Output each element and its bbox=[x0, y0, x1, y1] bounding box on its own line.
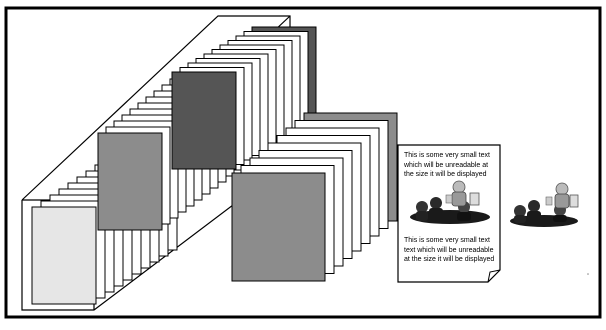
people-group-icon bbox=[510, 182, 579, 227]
document-text-line: at the size it will be displayed bbox=[404, 256, 495, 263]
page-sheet bbox=[171, 71, 237, 170]
document-text-line: This is some very small text bbox=[404, 152, 490, 159]
right-page-stack bbox=[231, 112, 398, 282]
page-sheet bbox=[31, 206, 97, 305]
dark-page-stack bbox=[171, 26, 317, 170]
page-sheet bbox=[97, 132, 163, 231]
document-text-line: which will be unreadable at bbox=[404, 161, 489, 169]
document-text-line: the size it will be displayed bbox=[404, 171, 487, 178]
page-sheet bbox=[231, 172, 326, 282]
document-text-line: This is some very small text bbox=[404, 237, 490, 244]
document-top-text: This is some very small text which will … bbox=[404, 151, 490, 180]
document-bottom-text: This is some very small text text which … bbox=[404, 236, 494, 265]
document-text-line: text which will be unreadable bbox=[404, 246, 494, 254]
people-group-icon bbox=[410, 180, 490, 224]
